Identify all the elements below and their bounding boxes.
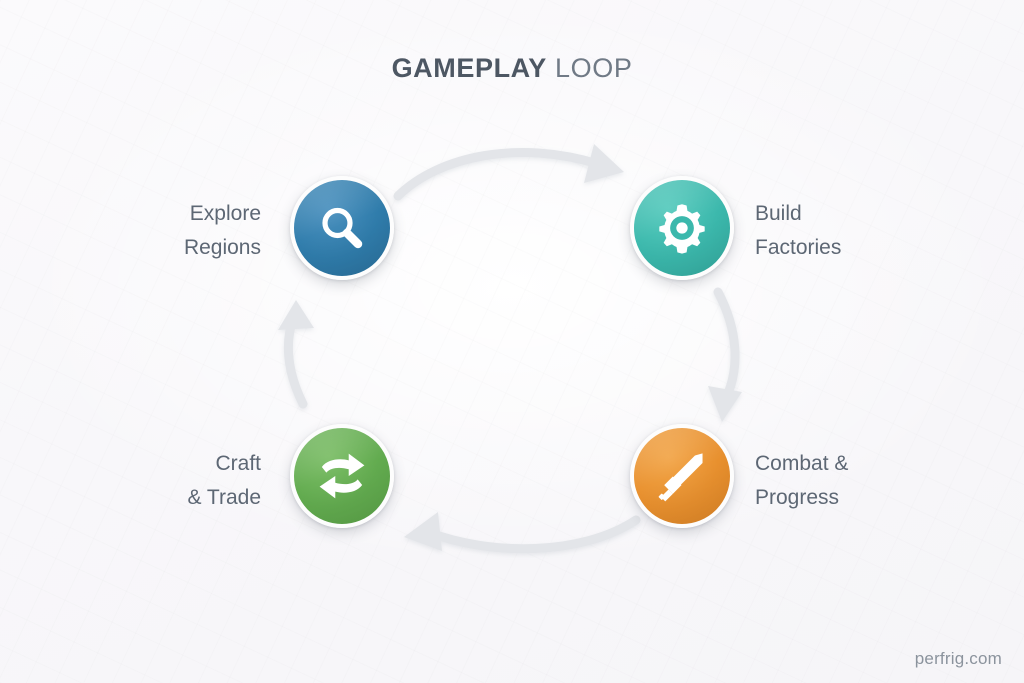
cycle-label-combat: Combat & Progress <box>755 452 849 509</box>
cycle-node-craft[interactable] <box>290 424 394 528</box>
watermark: perfrig.com <box>914 649 1002 668</box>
exchange-arrows-icon <box>319 453 365 499</box>
cycle-node-build[interactable] <box>630 176 734 280</box>
arrow-combat-to-craft <box>404 512 641 554</box>
cycle-label-build: Build Factories <box>755 202 842 259</box>
cycle-node-combat-disc[interactable] <box>630 424 734 528</box>
page-title-bold: GAMEPLAY <box>391 53 547 83</box>
sword-icon <box>658 453 703 502</box>
gear-icon <box>659 204 705 254</box>
page-title-light: LOOP <box>546 53 633 83</box>
cycle-label-craft: Craft & Trade <box>187 452 261 509</box>
cycle-node-explore[interactable] <box>290 176 394 280</box>
arrow-explore-to-build <box>393 144 624 201</box>
cycle-label-explore: Explore Regions <box>183 202 261 259</box>
arrow-build-to-combat <box>708 287 742 422</box>
page-title: GAMEPLAY LOOP <box>0 53 1024 84</box>
cycle-node-craft-disc[interactable] <box>290 424 394 528</box>
magnifier-icon <box>322 207 363 249</box>
cycle-node-explore-disc[interactable] <box>290 176 394 280</box>
arrow-craft-to-explore <box>278 300 314 409</box>
cycle-node-build-disc[interactable] <box>630 176 734 280</box>
cycle-node-combat[interactable] <box>630 424 734 528</box>
